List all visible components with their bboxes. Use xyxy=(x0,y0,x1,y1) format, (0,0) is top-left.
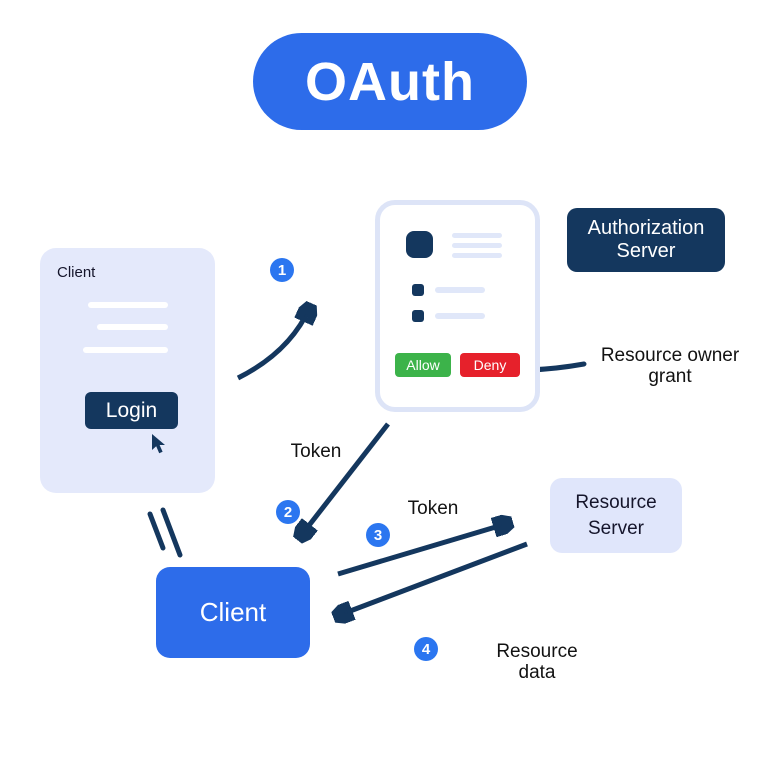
skeleton-line xyxy=(88,302,168,308)
step-badge-2: 2 xyxy=(276,500,300,524)
authorization-server-node: Authorization Server xyxy=(567,208,725,272)
resource-server-label-line2: Server xyxy=(588,517,644,539)
arrow-step4 xyxy=(337,541,528,616)
skeleton-line xyxy=(452,233,502,238)
arrow-step1 xyxy=(236,307,310,381)
scope-checkbox xyxy=(412,310,424,322)
resource-server-label-line1: Resource xyxy=(575,491,657,513)
token-label-step2: Token xyxy=(290,441,342,462)
allow-button[interactable]: Allow xyxy=(395,353,451,377)
resource-data-label: Resource data xyxy=(496,641,578,683)
deny-button[interactable]: Deny xyxy=(460,353,520,377)
step-badge-1: 1 xyxy=(270,258,294,282)
client-node-label: Client xyxy=(199,597,267,627)
login-button[interactable]: Login xyxy=(85,392,178,429)
client-node: Client xyxy=(156,567,310,658)
skeleton-line xyxy=(452,243,502,248)
page-title: OAuth xyxy=(305,51,475,112)
avatar xyxy=(406,231,433,258)
step-badge-4: 4 xyxy=(414,637,438,661)
scope-checkbox xyxy=(412,284,424,296)
client-app-panel: Client Login xyxy=(40,248,215,493)
skeleton-line xyxy=(452,253,502,258)
authorization-server-label: Authorization Server xyxy=(587,217,705,262)
token-label-step3: Token xyxy=(407,498,459,519)
step-badge-3: 3 xyxy=(366,523,390,547)
cursor-icon xyxy=(152,434,165,454)
skeleton-line xyxy=(83,347,168,353)
resource-owner-grant-label: Resource owner grant xyxy=(600,345,740,387)
resource-server-node: Resource Server xyxy=(550,478,682,553)
title-badge: OAuth xyxy=(253,33,527,130)
skeleton-line xyxy=(435,313,485,319)
skeleton-line xyxy=(435,287,485,293)
arrow-step3 xyxy=(337,523,509,577)
skeleton-line xyxy=(97,324,168,330)
client-panel-label: Client xyxy=(57,264,96,281)
break-slash-2 xyxy=(160,507,183,558)
consent-dialog-card: Allow Deny xyxy=(375,200,540,412)
break-slash-1 xyxy=(147,511,166,551)
